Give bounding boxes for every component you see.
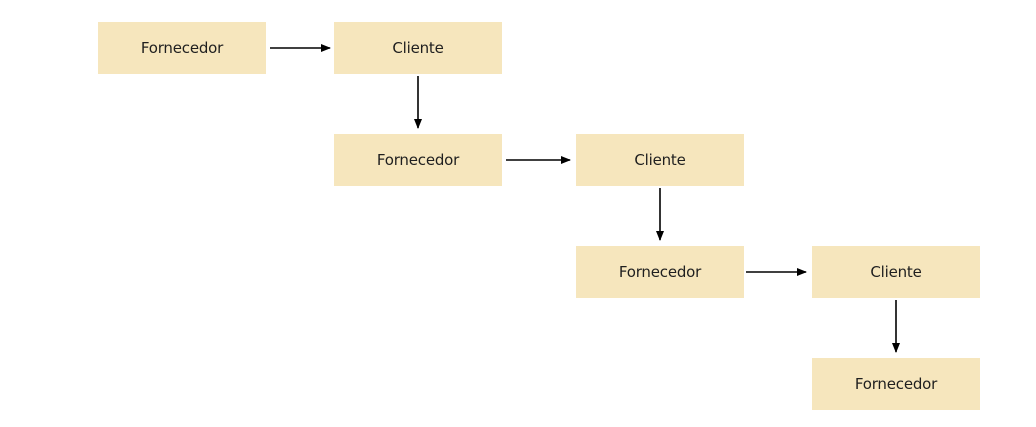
node-label: Fornecedor: [854, 375, 938, 393]
node-label: Fornecedor: [376, 151, 460, 169]
node-label: Cliente: [634, 151, 686, 169]
node-cliente-1: Cliente: [334, 22, 502, 74]
node-label: Cliente: [392, 39, 444, 57]
node-label: Fornecedor: [618, 263, 702, 281]
node-fornecedor-3: Fornecedor: [576, 246, 744, 298]
node-label: Fornecedor: [140, 39, 224, 57]
node-fornecedor-4: Fornecedor: [812, 358, 980, 410]
node-cliente-3: Cliente: [812, 246, 980, 298]
node-label: Cliente: [870, 263, 922, 281]
node-fornecedor-2: Fornecedor: [334, 134, 502, 186]
node-fornecedor-1: Fornecedor: [98, 22, 266, 74]
node-cliente-2: Cliente: [576, 134, 744, 186]
